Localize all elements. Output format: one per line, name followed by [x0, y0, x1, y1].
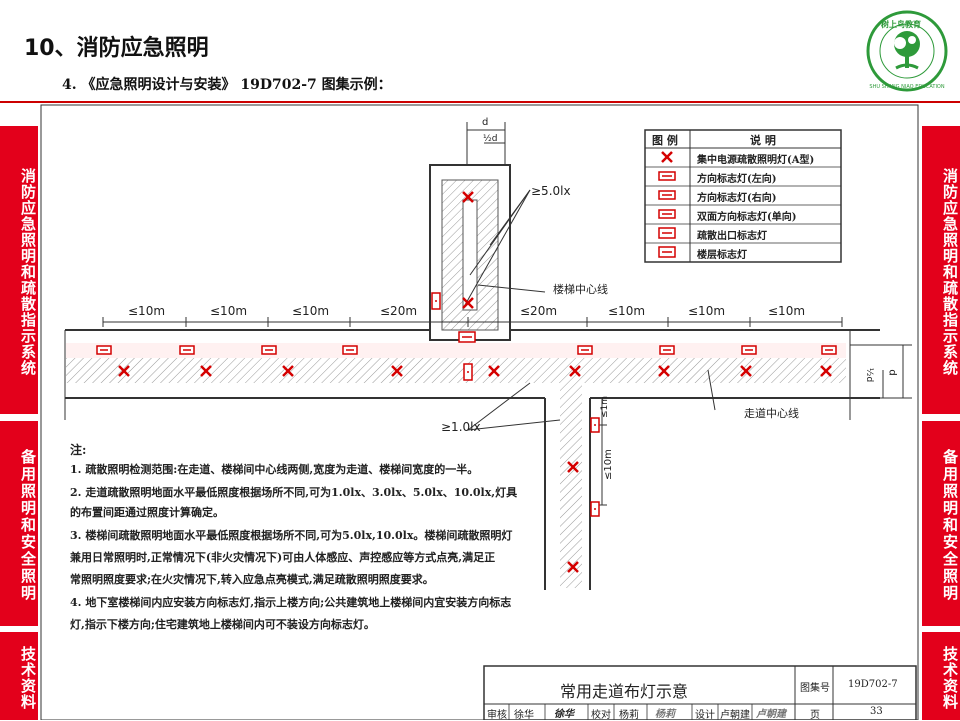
- designer-signature: 卢朝建: [756, 709, 786, 720]
- logo-subtext: SHU SHANG NIAO EDUCATION: [869, 84, 945, 90]
- header-divider: [0, 101, 960, 103]
- note-line: 4. 地下室楼梯间内应安装方向标志灯,指示上楼方向;公共建筑地上楼梯间内宜安装方…: [70, 596, 512, 609]
- spacing-label-right: ≤20m: [520, 304, 558, 318]
- lux-stair-label: ≥5.0lx: [531, 184, 571, 198]
- atlas-label: 图集号: [800, 683, 830, 694]
- emergency-light-icon: [567, 561, 579, 573]
- dim-d-right: d: [886, 369, 898, 376]
- atlas-number: 19D702-7: [848, 679, 898, 690]
- spacing-label-left: ≤10m: [210, 304, 248, 318]
- sidebar-left-section-3: 技术资料: [0, 632, 38, 720]
- note-line: 1. 疏散照明检测范围:在走道、楼梯间中心线两侧,宽度为走道、楼梯间宽度的一半。: [70, 463, 479, 476]
- drawing-title: 常用走道布灯示意: [560, 682, 689, 701]
- emergency-light-icon: [567, 461, 579, 473]
- emergency-light-icon: [200, 365, 212, 377]
- page-subtitle: 4. 《应急照明设计与安装》 19D702-7 图集示例：: [62, 77, 392, 93]
- spacing-label-left: ≤10m: [292, 304, 330, 318]
- lux-corridor-label: ≥1.0lx: [441, 420, 481, 434]
- sidebar-left-section-1: 消防应急照明和疏散指示系统: [0, 126, 38, 414]
- note-line: 灯,指示下楼方向;住宅建筑地上楼梯间内可不装设方向标志灯。: [70, 618, 375, 631]
- sidebar-right-section-1: 消防应急照明和疏散指示系统: [922, 126, 960, 414]
- sidebar-right-section-2: 备用照明和安全照明: [922, 421, 960, 626]
- legend-item-label: 疏散出口标志灯: [697, 231, 767, 242]
- corridor-light-band: [66, 343, 846, 358]
- sidebar-right-section-3: 技术资料: [922, 632, 960, 720]
- spacing-label-left: ≤10m: [128, 304, 166, 318]
- corridor-centerline-label: 走道中心线: [744, 407, 799, 420]
- checker-name: 杨莉: [619, 710, 639, 721]
- cross-x-icon: [661, 151, 673, 163]
- legend-item-label: 双面方向标志灯(单向): [697, 212, 797, 223]
- checker-signature: 杨莉: [655, 709, 675, 720]
- reviewer-signature: 徐华: [554, 709, 574, 720]
- emergency-light-icon: [569, 365, 581, 377]
- note-line: 的布置间距通过照度计算确定。: [70, 506, 224, 519]
- dim-half-d-top: ½d: [483, 134, 498, 144]
- reviewer-name: 徐华: [514, 710, 534, 721]
- design-label: 设计: [695, 710, 715, 721]
- emergency-light-icon: [391, 365, 403, 377]
- review-label: 审核: [487, 710, 507, 721]
- emergency-light-icon: [820, 365, 832, 377]
- emergency-light-icon: [740, 365, 752, 377]
- designer-name: 卢朝建: [720, 710, 750, 721]
- vert-dim-2-label: ≤10m: [603, 449, 614, 480]
- corridor-hatch-band: [66, 358, 846, 383]
- logo-text: 树上鸟教育: [881, 20, 921, 29]
- brand-logo: [866, 10, 948, 92]
- legend-col-symbol: 图 例: [652, 134, 678, 147]
- legend-table: [644, 129, 842, 263]
- emergency-light-icon: [282, 365, 294, 377]
- notes-heading: 注:: [70, 443, 87, 457]
- legend-item-label: 方向标志灯(右向): [697, 193, 777, 204]
- branch-hatch-band: [560, 383, 582, 588]
- sidebar-left-section-2: 备用照明和安全照明: [0, 421, 38, 626]
- spacing-label-right: ≤10m: [768, 304, 806, 318]
- page-title: 10、消防应急照明: [24, 36, 209, 61]
- note-line: 2. 走道疏散照明地面水平最低照度根据场所不同,可为1.0lx、3.0lx、5.…: [70, 486, 518, 499]
- emergency-light-icon: [658, 365, 670, 377]
- legend-item-label: 楼层标志灯: [697, 250, 747, 261]
- note-line: 常照明照度要求;在火灾情况下,转入应急点亮模式,满足疏散照明照度要求。: [70, 573, 434, 586]
- legend-col-desc: 说 明: [750, 134, 776, 147]
- emergency-light-icon: [488, 365, 500, 377]
- dim-d-top: d: [482, 117, 489, 128]
- stair-centerline-label: 楼梯中心线: [553, 283, 608, 296]
- vert-dim-1-label: ≤1m: [600, 395, 610, 418]
- spacing-label-right: ≤10m: [608, 304, 646, 318]
- emergency-light-icon: [118, 365, 130, 377]
- check-label: 校对: [591, 710, 611, 721]
- legend-item-label: 方向标志灯(左向): [697, 174, 777, 185]
- spacing-label-right: ≤10m: [688, 304, 726, 318]
- note-line: 兼用日常照明时,正常情况下(非火灾情况下)可由人体感应、声控感应等方式点亮,满足…: [70, 551, 496, 564]
- title-block: [483, 665, 917, 720]
- legend-item-label: 集中电源疏散照明灯(A型): [697, 155, 815, 166]
- note-line: 3. 楼梯间疏散照明地面水平最低照度根据场所不同,可为5.0lx,10.0lx。…: [70, 529, 513, 542]
- spacing-label-left: ≤20m: [380, 304, 418, 318]
- emergency-light-icon: [462, 191, 474, 203]
- page-number: 33: [870, 706, 883, 717]
- dim-half-d-right: ½d: [864, 367, 875, 383]
- emergency-light-icon: [462, 297, 474, 309]
- page-label: 页: [810, 710, 820, 721]
